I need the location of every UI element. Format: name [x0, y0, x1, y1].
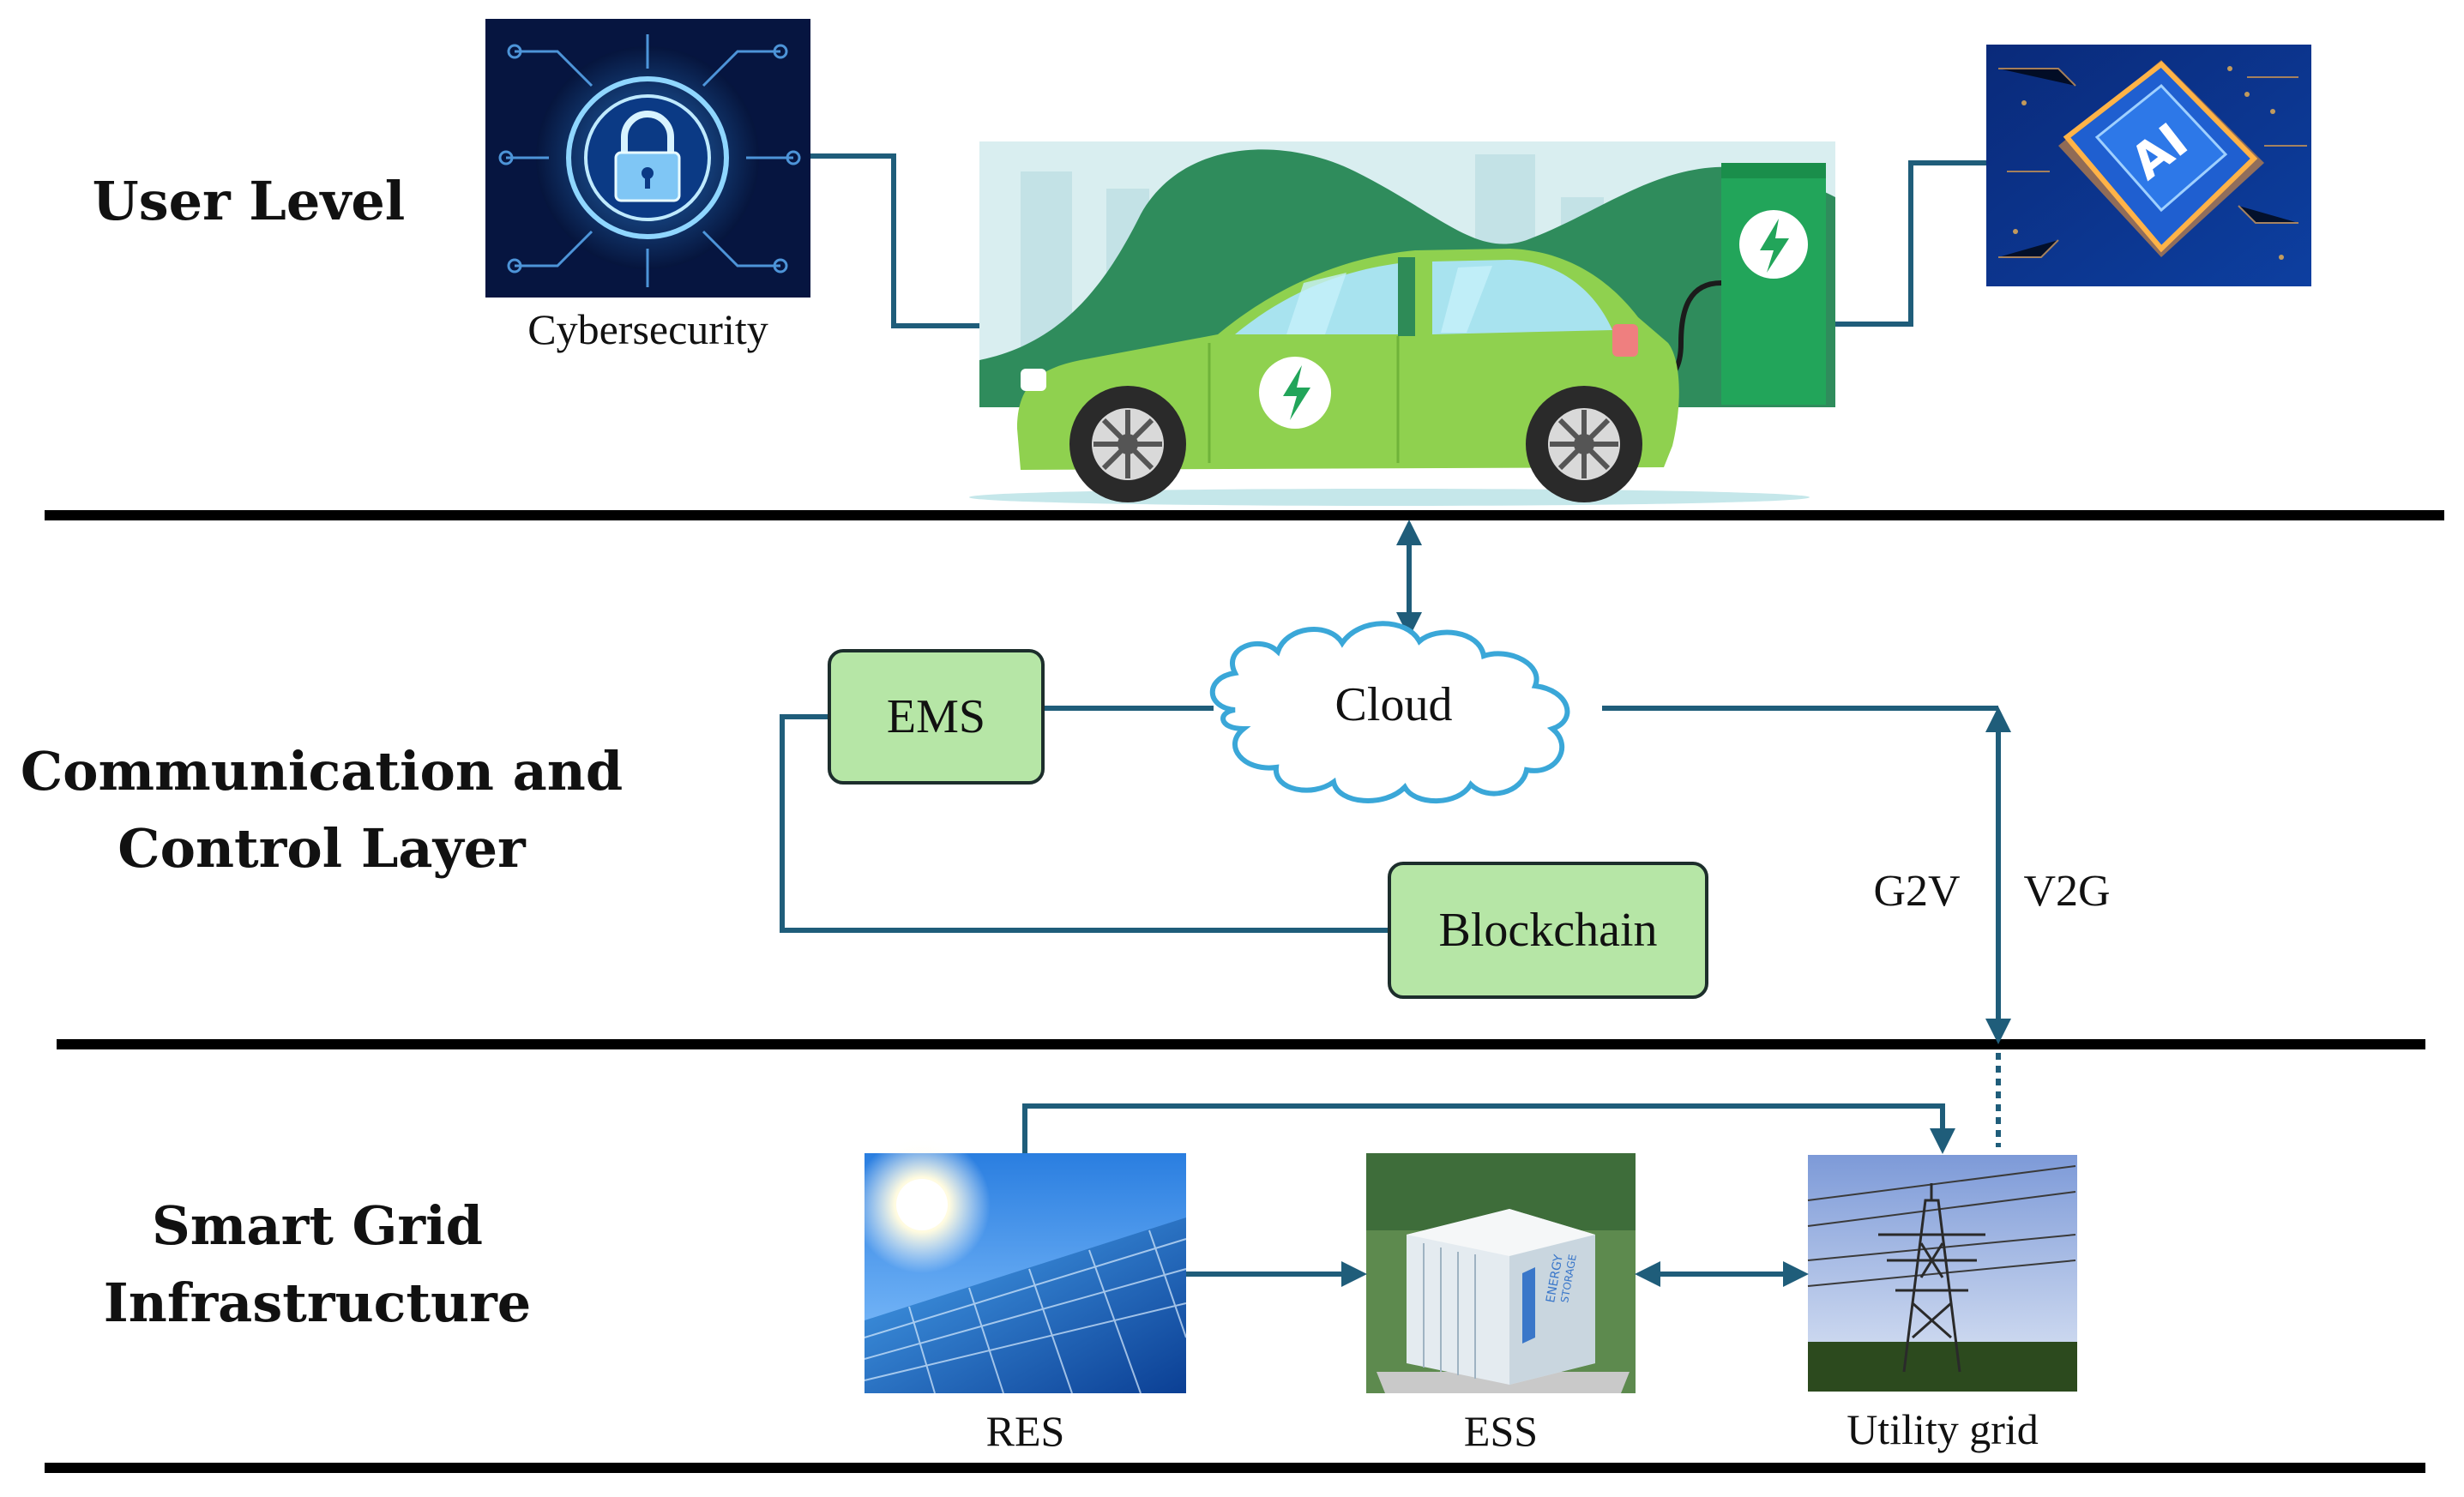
cybersecurity-caption: Cybersecurity [527, 305, 768, 353]
transmission-tower-icon [1878, 1183, 1985, 1373]
utility-grid-image [1807, 1155, 2077, 1392]
energy-storage-image: ENERGY STORAGE [1366, 1153, 1636, 1393]
padlock-icon [614, 111, 681, 202]
user-level-text: User Level [92, 170, 406, 232]
ems-label: EMS [886, 690, 986, 743]
res-utility-link [1022, 1103, 1955, 1154]
car-wheel-front [1069, 386, 1186, 502]
ev-charging-image [969, 141, 1835, 506]
ess-caption: ESS [1463, 1407, 1539, 1455]
g2v-label: G2V [1873, 867, 1961, 916]
electric-car-icon [969, 249, 1810, 506]
comm-label-line1: Communication and [20, 740, 624, 803]
res-caption: RES [985, 1407, 1065, 1455]
comm-label-line2: Control Layer [117, 816, 526, 880]
car-wheel-rear [1526, 386, 1642, 502]
cybersecurity-image [485, 19, 810, 298]
grid-label-line1: Smart Grid [152, 1194, 483, 1257]
comm-connectors [780, 706, 1998, 933]
ai-chip-image: AI [1986, 45, 2311, 286]
utility-grid-caption: Utility grid [1846, 1405, 2039, 1453]
layer-label-grid: Smart Grid Infrastructure [60, 1187, 575, 1342]
layer-label-user: User Level [86, 163, 412, 240]
user-level-connectors [810, 153, 1986, 328]
grid-label-line2: Infrastructure [103, 1271, 532, 1334]
blockchain-box[interactable]: Blockchain [1388, 862, 1708, 999]
ems-box[interactable]: EMS [828, 649, 1045, 785]
cloud-label: Cloud [1334, 678, 1453, 731]
v2g-label: V2G [2023, 867, 2111, 916]
layer-label-comm: Communication and Control Layer [0, 733, 643, 887]
solar-panel-image [853, 1136, 1187, 1394]
cloud-shape [1209, 621, 1570, 804]
blockchain-label: Blockchain [1438, 904, 1658, 957]
